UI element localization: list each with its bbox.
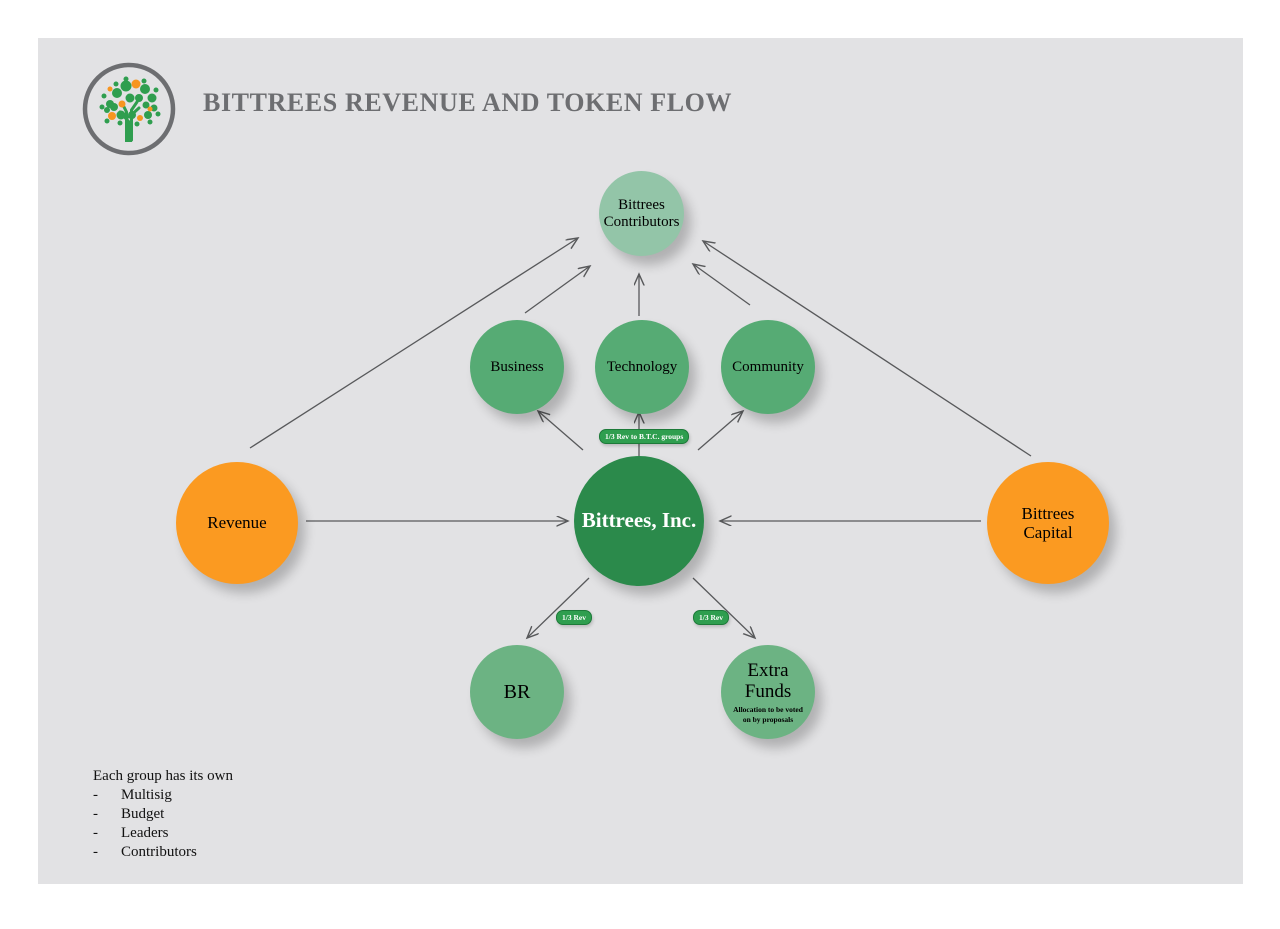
node-label-line2: Funds: [744, 681, 792, 703]
node-br[interactable]: BR: [470, 645, 564, 739]
node-bittrees-contributors[interactable]: Bittrees Contributors: [599, 171, 684, 256]
list-dash: -: [93, 844, 98, 860]
legend-note: Each group has its own - Multisig - Budg…: [93, 768, 233, 863]
node-label-line2: Contributors: [603, 213, 680, 230]
list-item-label: Budget: [121, 806, 165, 822]
node-label: Community: [732, 358, 804, 375]
edge-core-to-br: [527, 577, 590, 638]
node-label: Business: [490, 358, 544, 375]
list-dash: -: [93, 806, 98, 822]
list-item: - Leaders: [93, 825, 233, 842]
node-technology[interactable]: Technology: [595, 320, 689, 414]
node-business[interactable]: Business: [470, 320, 564, 414]
page-title: BITTREES REVENUE AND TOKEN FLOW: [203, 88, 733, 117]
legend-heading: Each group has its own: [93, 768, 233, 784]
node-label: Technology: [606, 358, 678, 375]
slide-canvas: BITTREES REVENUE AND TOKEN FLOW: [38, 38, 1243, 884]
list-item: - Multisig: [93, 787, 233, 804]
list-item-label: Multisig: [121, 787, 172, 803]
node-label: Bittrees, Inc.: [581, 508, 697, 533]
edge-business-to-contributors: [524, 266, 590, 314]
edge-core-to-community: [697, 411, 743, 451]
list-item-label: Contributors: [121, 844, 197, 860]
edge-capital-to-contributors: [703, 241, 1032, 457]
list-item: - Contributors: [93, 844, 233, 861]
list-item-label: Leaders: [121, 825, 169, 841]
edge-core-to-extra-funds: [692, 577, 755, 638]
edge-label-to-groups: 1/3 Rev to B.T.C. groups: [599, 429, 690, 444]
node-revenue[interactable]: Revenue: [176, 462, 298, 584]
edge-core-to-business: [538, 411, 584, 451]
edge-revenue-to-contributors: [249, 238, 578, 449]
edge-community-to-contributors: [693, 264, 751, 306]
list-dash: -: [93, 787, 98, 803]
node-sublabel: Allocation to be voted on by proposals: [733, 705, 803, 724]
bittrees-tree-logo-icon: [80, 60, 178, 158]
node-label-line2: Capital: [1023, 523, 1073, 542]
edge-label-to-extra-funds: 1/3 Rev: [693, 610, 729, 625]
list-item: - Budget: [93, 806, 233, 823]
node-extra-funds[interactable]: Extra Funds Allocation to be voted on by…: [721, 645, 815, 739]
diagram-canvas: Bittrees Contributors Business Technolog…: [38, 38, 1243, 884]
node-label-line1: Bittrees: [618, 196, 665, 213]
node-label-line1: Bittrees: [1021, 503, 1075, 523]
diagram-edges: [249, 38, 1032, 884]
node-bittrees-inc[interactable]: Bittrees, Inc.: [574, 456, 704, 586]
legend-list: - Multisig - Budget - Leaders - Contribu…: [93, 787, 233, 861]
node-label: BR: [503, 680, 531, 703]
node-community[interactable]: Community: [721, 320, 815, 414]
node-label: Revenue: [207, 513, 267, 533]
edge-label-to-br: 1/3 Rev: [556, 610, 592, 625]
node-bittrees-capital[interactable]: Bittrees Capital: [987, 462, 1109, 584]
list-dash: -: [93, 825, 98, 841]
node-label-line1: Extra: [747, 659, 789, 681]
